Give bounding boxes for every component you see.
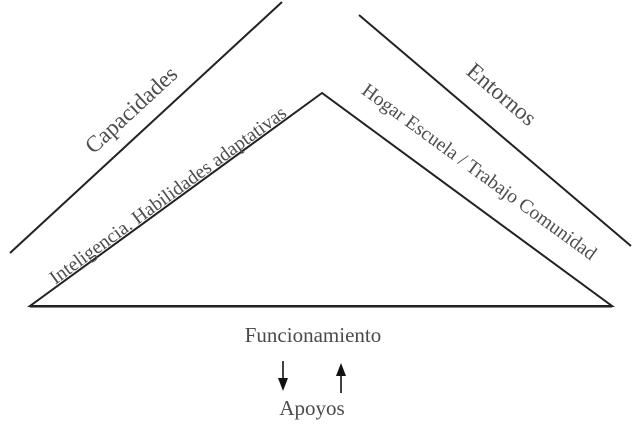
up-arrow-icon [336, 363, 346, 393]
triangle [26, 91, 616, 307]
label-funcionamiento: Funcionamiento [244, 323, 382, 347]
down-arrow-icon [278, 361, 288, 391]
outer-left-line [9, 1, 283, 254]
outer-right-line [358, 14, 632, 247]
label-apoyos: Apoyos [279, 396, 345, 420]
